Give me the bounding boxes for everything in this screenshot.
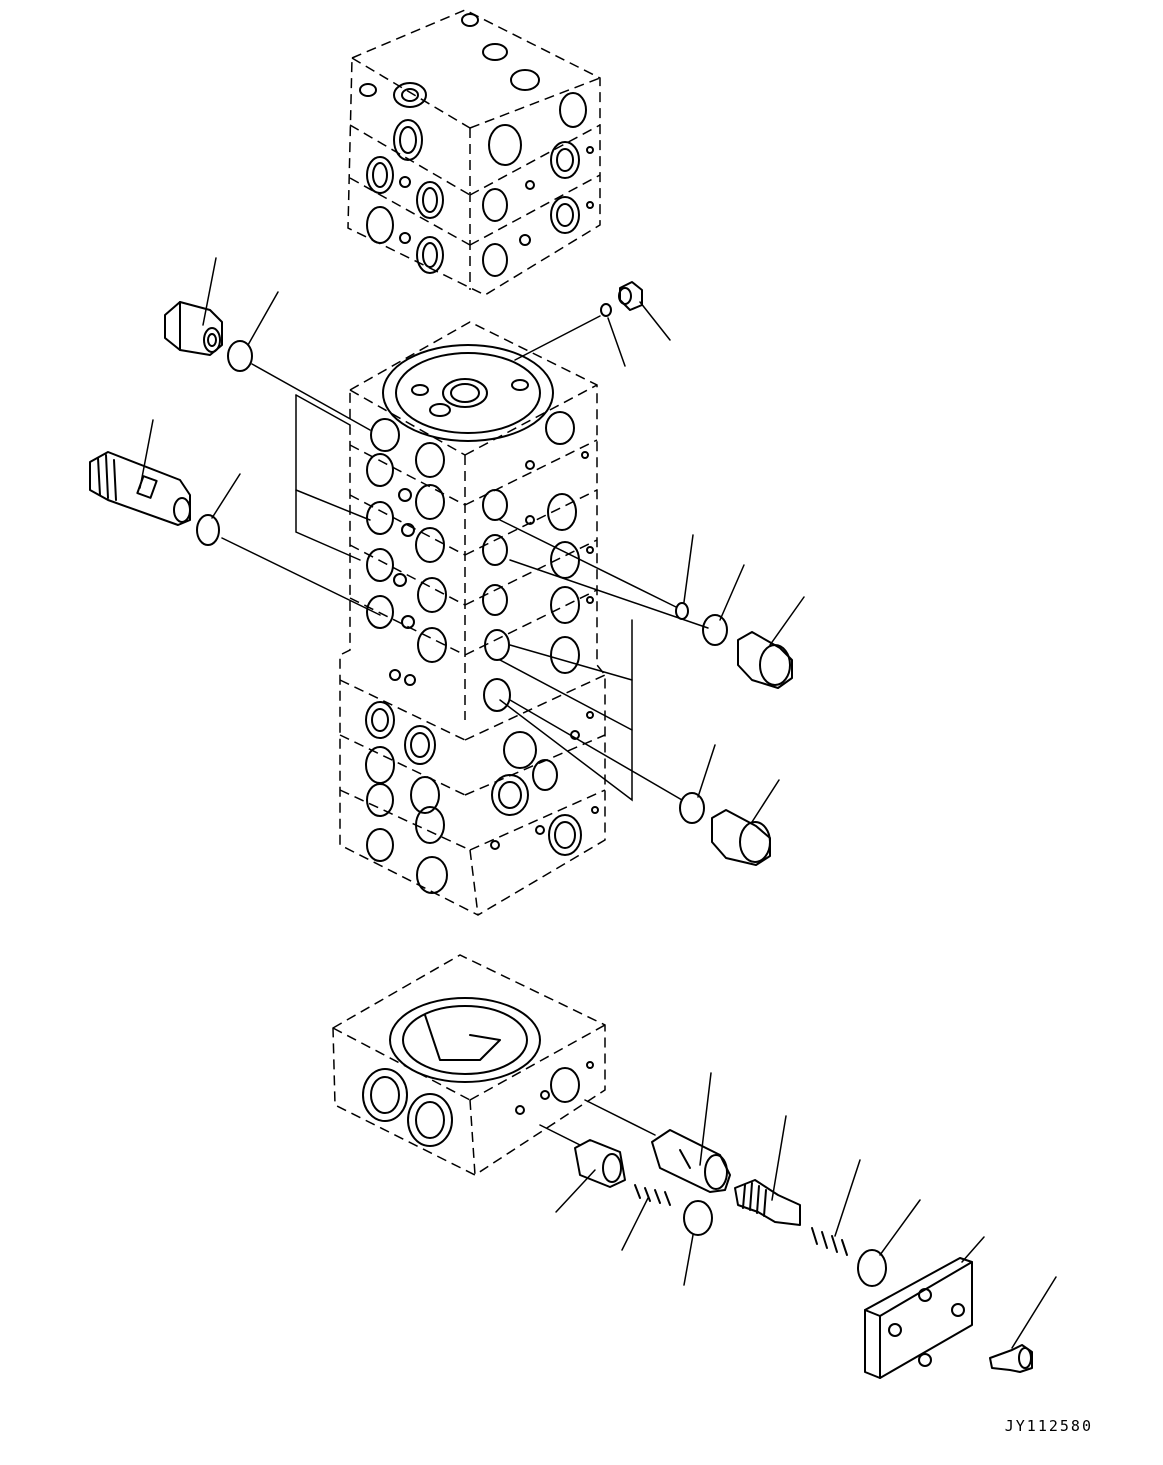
bolt [989, 1344, 1033, 1373]
o-ring-main-relief [196, 514, 220, 546]
o-ring-upper-left [227, 340, 253, 372]
plug-right-upper [737, 631, 793, 689]
plug-right-lower [711, 809, 771, 866]
o-ring-lower-center [683, 1200, 713, 1236]
spool [651, 1129, 731, 1193]
piston-with-spring [734, 1179, 801, 1226]
sleeve [574, 1139, 626, 1188]
valve-block-top [347, 9, 601, 296]
valve-block-bottom [332, 954, 656, 1176]
o-ring-right-2 [679, 792, 705, 824]
o-ring-small-top-right [600, 303, 612, 317]
small-plug-top-right [618, 281, 643, 311]
spring-small [634, 1184, 671, 1206]
spring-right [811, 1227, 848, 1256]
drawing-id: JY112580 [1004, 1417, 1093, 1435]
relief-plug-upper-left [164, 301, 223, 356]
o-ring-right-1 [702, 614, 728, 646]
valve-block-middle [339, 321, 606, 916]
leader-lines [139, 257, 1057, 1349]
cover-plate [864, 1257, 973, 1379]
o-ring-right-small [675, 602, 689, 620]
o-ring-lower-right [857, 1249, 887, 1287]
